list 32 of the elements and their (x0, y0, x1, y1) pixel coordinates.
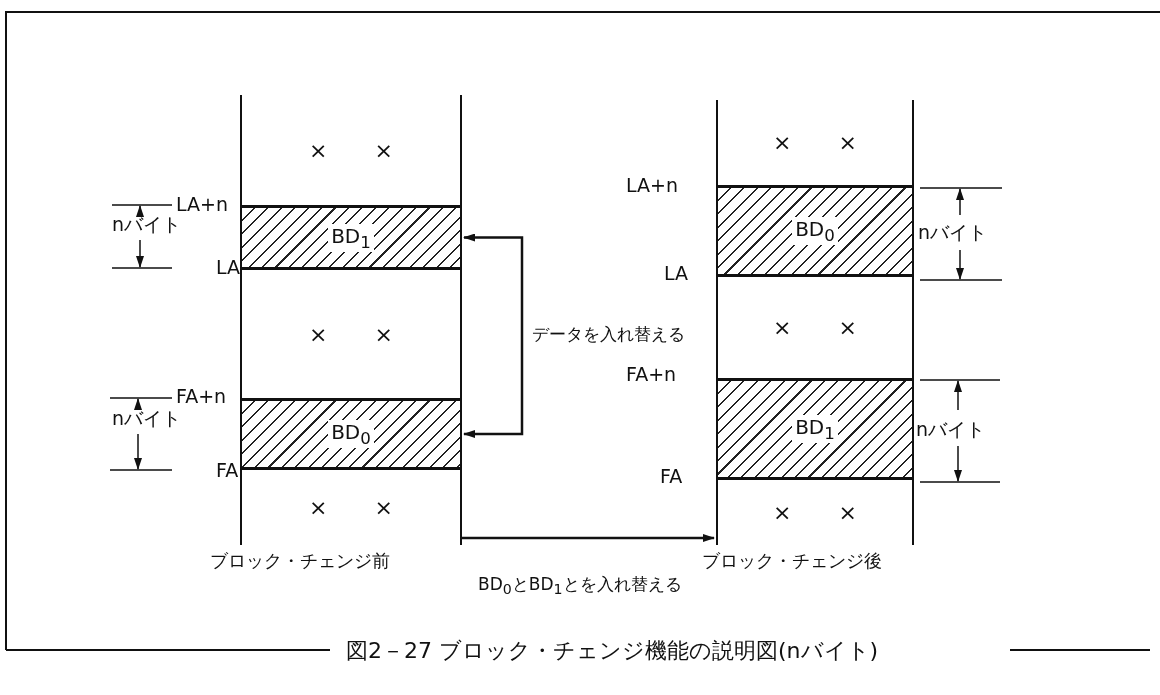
hatched-block (242, 398, 460, 470)
column-caption: ブロック・チェンジ前 (210, 549, 390, 573)
address-label: LA (664, 262, 689, 284)
address-label: nバイト (918, 220, 988, 245)
address-label: nバイト (916, 417, 986, 442)
unused-marker: × × (773, 130, 877, 155)
hatched-block (242, 205, 460, 270)
block-label: BD$_{0}$ (792, 217, 838, 245)
memory-column (240, 95, 462, 545)
unused-marker: × × (309, 321, 413, 347)
unused-marker: × × (309, 495, 413, 520)
arrow (462, 534, 715, 542)
address-label: FA (660, 465, 683, 487)
arrow (463, 233, 524, 438)
hatched-block (718, 378, 912, 480)
address-label: nバイト (112, 212, 182, 237)
address-label: FA+n (626, 363, 677, 385)
memory-column (716, 100, 914, 545)
block-label: BD$_{1}$ (328, 223, 374, 252)
unused-marker: × × (309, 137, 413, 163)
address-label: LA (216, 256, 241, 278)
block-label: BD$_{1}$ (792, 415, 838, 443)
address-label: LA+n (176, 193, 228, 215)
address-label: LA+n (626, 174, 678, 196)
block-label: BD$_{0}$ (328, 420, 374, 448)
unused-marker: × × (773, 315, 877, 340)
address-label: FA+n (176, 385, 227, 407)
hatched-block (718, 185, 912, 277)
column-caption: ブロック・チェンジ後 (702, 549, 882, 573)
address-label: nバイト (112, 406, 182, 431)
address-label: FA (216, 459, 239, 481)
unused-marker: × × (773, 500, 877, 525)
